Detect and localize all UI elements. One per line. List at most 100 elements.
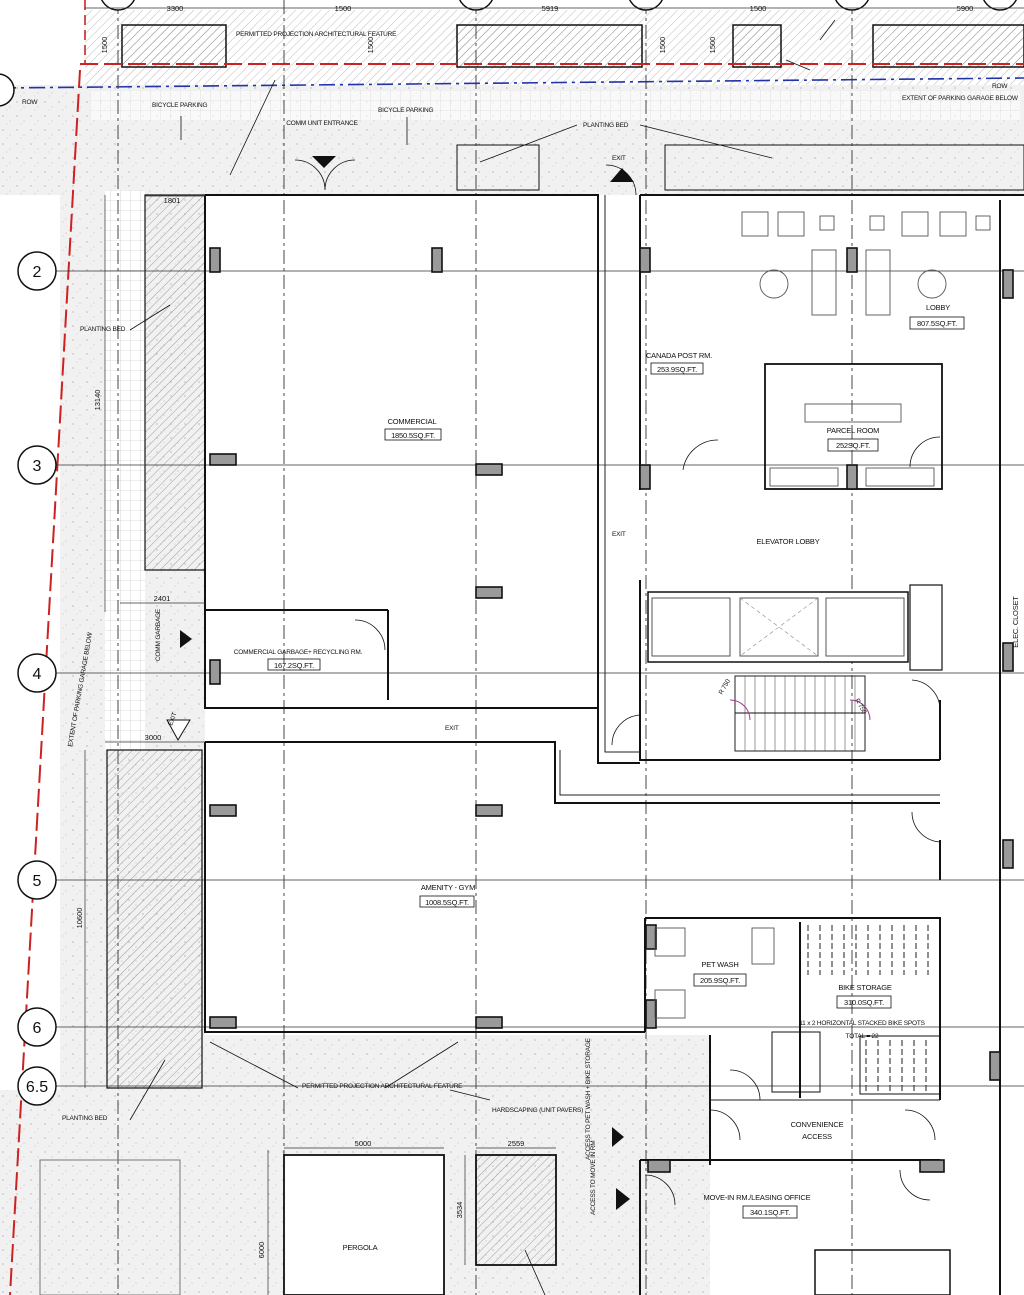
bike-racks: [771, 925, 941, 1095]
bottom-left-landscape: [0, 1090, 205, 1295]
pergola: [283, 1154, 445, 1295]
paver-strip-left: [105, 190, 145, 750]
projection-feature-4: [872, 24, 1024, 68]
dim-3000: 3000: [145, 733, 162, 742]
access-move-in-label: ACCESS TO MOVE IN RM: [590, 1141, 597, 1216]
svg-text:PARCEL ROOM: PARCEL ROOM: [827, 426, 879, 435]
svg-text:11 x 2 HORIZONTAL STACKED BIKE: 11 x 2 HORIZONTAL STACKED BIKE SPOTS: [799, 1020, 925, 1027]
dim-10600: 10600: [75, 908, 84, 929]
svg-text:5: 5: [33, 873, 42, 890]
planting-bed-top-2: [664, 144, 1024, 191]
room-lobby: LOBBY 807.5SQ.FT.: [909, 303, 965, 330]
bicycle-parking-2-label: BICYCLE PARKING: [378, 107, 434, 114]
room-bike-storage: BIKE STORAGE 310.0SQ.FT. 11 x 2 HORIZONT…: [799, 983, 926, 1040]
svg-text:MOVE-IN RM./LEASING OFFICE: MOVE-IN RM./LEASING OFFICE: [704, 1193, 811, 1202]
structural-columns: [209, 247, 1014, 1173]
pergola-label: PERGOLA: [343, 1243, 378, 1252]
svg-text:PET WASH: PET WASH: [701, 960, 738, 969]
door-swings: [294, 159, 941, 1206]
dim-top-4: 1500: [750, 4, 767, 13]
projection-feature-3: [732, 24, 782, 68]
room-move-in: MOVE-IN RM./LEASING OFFICE 340.1SQ.FT.: [704, 1193, 811, 1219]
dim-top-3: 5919: [542, 4, 559, 13]
svg-text:4: 4: [33, 666, 42, 683]
grid-bubble-2: 2: [17, 251, 57, 291]
svg-text:3: 3: [33, 458, 42, 475]
room-elevator-lobby: ELEVATOR LOBBY: [756, 537, 819, 546]
planting-bed-top-1: [456, 144, 540, 191]
planting-bed-lower: [106, 749, 203, 1089]
svg-text:CANADA POST RM.: CANADA POST RM.: [646, 351, 712, 360]
projection-feature-2: [456, 24, 643, 68]
exit-left-label: EXIT: [167, 711, 178, 726]
svg-text:6: 6: [33, 1020, 42, 1037]
room-commercial: COMMERCIAL 1850.5SQ.FT.: [384, 417, 442, 441]
room-parcel: PARCEL ROOM 252SQ.FT.: [827, 426, 879, 452]
comm-garbage-label: COMM GARBAGE: [155, 608, 162, 661]
row-right-label: ROW: [992, 83, 1008, 90]
svg-text:1008.5SQ.FT.: 1008.5SQ.FT.: [425, 898, 469, 907]
dim-2559: 2559: [508, 1139, 525, 1148]
planting-bed-top-label: PLANTING BED: [583, 122, 629, 129]
permitted-projection-bottom-label: PERMITTED PROJECTION ARCHITECTURAL FEATU…: [302, 1083, 463, 1090]
room-convenience-access: CONVENIENCE ACCESS: [791, 1120, 844, 1141]
grid-bubble-3: 3: [17, 445, 57, 485]
grid-bubble-6-5: 6.5: [17, 1066, 57, 1106]
exit-mid-label: EXIT: [612, 531, 626, 538]
svg-text:253.9SQ.FT.: 253.9SQ.FT.: [657, 365, 697, 374]
svg-text:COMMERCIAL GARBAGE+ RECYCLING: COMMERCIAL GARBAGE+ RECYCLING RM.: [234, 649, 363, 656]
radius-label-1: R 750: [718, 678, 733, 696]
room-pet-wash: PET WASH 205.9SQ.FT.: [693, 960, 747, 987]
elec-closet-label: ELEC. CLOSET: [1011, 596, 1020, 648]
dim-top-v2: 1500: [366, 37, 375, 54]
convenience-access-line-2: ACCESS: [802, 1132, 832, 1141]
svg-text:340.1SQ.FT.: 340.1SQ.FT.: [750, 1208, 790, 1217]
grid-bubble-4: 4: [17, 653, 57, 693]
svg-text:252SQ.FT.: 252SQ.FT.: [836, 441, 870, 450]
svg-text:BIKE STORAGE: BIKE STORAGE: [838, 983, 892, 992]
svg-text:205.9SQ.FT.: 205.9SQ.FT.: [700, 976, 740, 985]
paver-strip-top: [90, 90, 1020, 120]
room-canada-post: CANADA POST RM. 253.9SQ.FT.: [646, 351, 712, 375]
planting-bed-left-label: PLANTING BED: [80, 326, 126, 333]
svg-text:807.5SQ.FT.: 807.5SQ.FT.: [917, 319, 957, 328]
dim-top-2: 1500: [335, 4, 352, 13]
dim-6000: 6000: [257, 1242, 266, 1259]
bicycle-parking-1-label: BICYCLE PARKING: [152, 102, 208, 109]
svg-text:CONVENIENCE: CONVENIENCE: [791, 1120, 844, 1129]
dimension-lines: [84, 7, 1024, 1295]
svg-text:167.2SQ.FT.: 167.2SQ.FT.: [274, 661, 314, 670]
svg-text:AMENITY - GYM: AMENITY - GYM: [421, 883, 475, 892]
stair: [729, 675, 871, 752]
exit-top-label: EXIT: [612, 155, 626, 162]
access-pet-wash-label: ACCESS TO PET WASH + BIKE STORAGE: [585, 1037, 592, 1160]
svg-text:310.0SQ.FT.: 310.0SQ.FT.: [844, 998, 884, 1007]
row-left-label: ROW: [22, 99, 38, 106]
planting-bed-upper: [144, 194, 206, 571]
svg-text:COMMERCIAL: COMMERCIAL: [388, 417, 437, 426]
planting-bed-bottom-label: PLANTING BED: [62, 1115, 108, 1122]
dim-2401: 2401: [154, 594, 171, 603]
dim-top-v4: 1500: [708, 37, 717, 54]
projection-feature-1: [121, 24, 227, 68]
leader-lines: [129, 19, 836, 1295]
dim-1801: 1801: [164, 196, 181, 205]
room-amenity-gym: AMENITY - GYM 1008.5SQ.FT.: [419, 883, 475, 908]
elevator-bank: [647, 584, 943, 671]
exit-corridor-label: EXIT: [445, 725, 459, 732]
bottom-right-stair: [814, 1249, 951, 1295]
dim-top-v3: 1500: [658, 37, 667, 54]
hardscape-area: [205, 1035, 710, 1295]
room-garbage: COMMERCIAL GARBAGE+ RECYCLING RM. 167.2S…: [234, 649, 363, 671]
comm-unit-entrance-label: COMM UNIT ENTRANCE: [286, 120, 358, 127]
svg-text:LOBBY: LOBBY: [926, 303, 950, 312]
lobby-furniture: [741, 211, 991, 487]
svg-text:1850.5SQ.FT.: 1850.5SQ.FT.: [391, 431, 435, 440]
svg-text:TOTAL = 22: TOTAL = 22: [846, 1033, 879, 1040]
dim-5000: 5000: [355, 1139, 372, 1148]
building-walls: [204, 194, 1024, 1295]
permitted-projection-top-label: PERMITTED PROJECTION ARCHITECTURAL FEATU…: [236, 31, 397, 38]
extent-garage-right-label: EXTENT OF PARKING GARAGE BELOW: [902, 95, 1019, 102]
dim-top-5: 5900: [957, 4, 974, 13]
